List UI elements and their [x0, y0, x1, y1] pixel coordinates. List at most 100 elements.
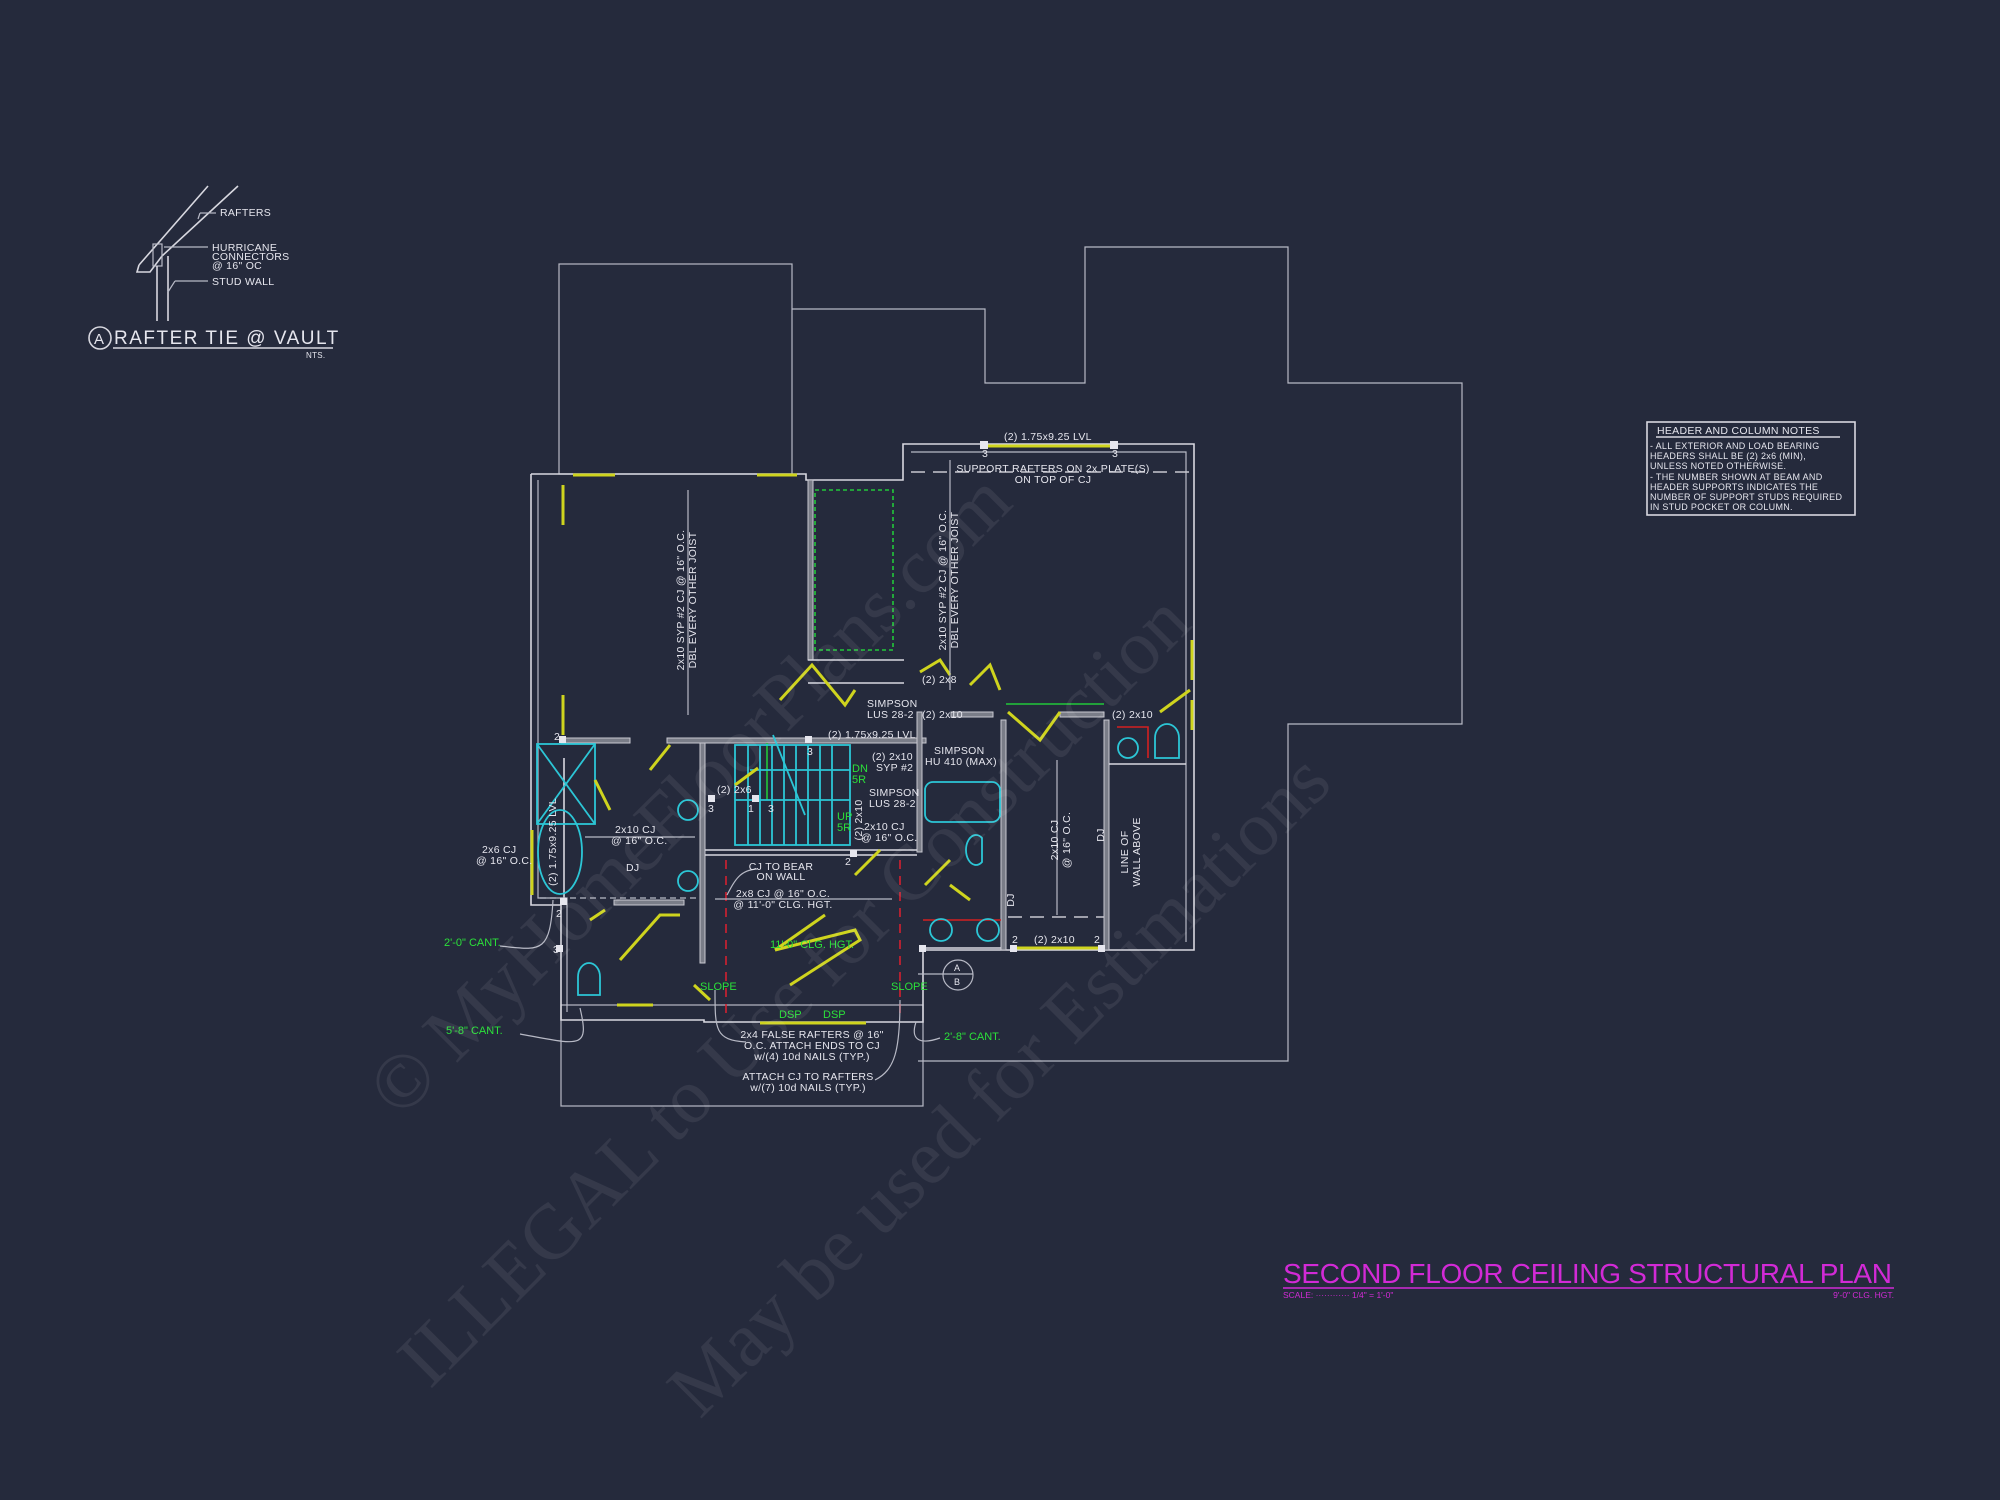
dsp-label: DSP: [823, 1009, 846, 1021]
attach-cj-note: ATTACH CJ TO RAFTERS: [742, 1071, 873, 1083]
lvl-mid-label: (2) 1.75x9.25 LVL: [828, 729, 916, 741]
attach-cj-note: w/(7) 10d NAILS (TYP.): [749, 1082, 866, 1094]
title-block: SECOND FLOOR CEILING STRUCTURAL PLAN SCA…: [1283, 1258, 1894, 1300]
notes-title: HEADER AND COLUMN NOTES: [1657, 425, 1820, 437]
post-count: 3: [553, 944, 559, 956]
floor-plan: [499, 441, 1195, 1081]
post-count: 2: [554, 731, 560, 743]
header-2x8: (2) 2x8: [922, 674, 957, 686]
rafters-label: RAFTERS: [220, 207, 271, 219]
cj-stair-label: 2x10 CJ: [615, 824, 656, 836]
simpson-lus-label: LUS 28-2: [867, 709, 914, 721]
fixtures: [536, 723, 1180, 996]
dj-label: DJ: [1005, 893, 1017, 906]
header-column-notes: HEADER AND COLUMN NOTES - ALL EXTERIOR A…: [1646, 421, 1856, 516]
post-count: 3: [708, 803, 714, 815]
header-2x10: (2) 2x10: [1112, 709, 1153, 721]
detail-scale: NTS.: [306, 351, 325, 360]
support-rafters-label: SUPPORT RAFTERS ON 2x PLATE(S): [956, 463, 1149, 475]
cant-5-8-label: 5'-8" CANT.: [446, 1025, 503, 1037]
roof-outline: [558, 246, 1463, 1107]
dj-label: DJ: [1095, 828, 1107, 841]
section-marker-top: A: [954, 963, 960, 973]
simpson-hu-label: SIMPSON: [934, 745, 985, 757]
simpson-hu-label: HU 410 (MAX): [925, 756, 997, 768]
section-marker: [942, 959, 974, 991]
cj-2x8-label: @ 11'-0" CLG. HGT.: [733, 899, 832, 911]
post-count: 3: [982, 448, 988, 460]
post-count: 3: [1112, 448, 1118, 460]
line-of-wall-label: LINE OF: [1119, 831, 1131, 874]
cant-2-8-label: 2'-8" CANT.: [944, 1031, 1001, 1043]
connectors-label: CONNECTORS: [212, 251, 289, 263]
cj-right-label: 2x10 SYP #2 CJ @ 16" O.C.: [937, 510, 949, 651]
cj-2x6-label: @ 16" O.C.: [476, 855, 532, 867]
post-count: 2: [1094, 934, 1100, 946]
post-count: 2: [845, 856, 851, 868]
false-rafters-note: O.C. ATTACH ENDS TO CJ: [744, 1040, 880, 1052]
stair-down-label: DN: [852, 763, 868, 775]
support-rafters-label: ON TOP OF CJ: [1015, 474, 1092, 486]
note-line: NUMBER OF SUPPORT STUDS REQUIRED: [1650, 492, 1842, 502]
cj-bear-label: CJ TO BEAR: [749, 861, 814, 873]
note-line: - THE NUMBER SHOWN AT BEAM AND: [1650, 472, 1823, 482]
cj-closet-label: @ 16" O.C.: [1061, 812, 1073, 868]
stud-wall-label: STUD WALL: [212, 276, 274, 288]
slope-label: SLOPE: [700, 981, 737, 993]
cj-left-label: DBL EVERY OTHER JOIST: [687, 531, 699, 668]
header-2x6: (2) 2x6: [717, 784, 752, 796]
simpson-lus-label: SIMPSON: [867, 698, 918, 710]
stair-up-risers: 5R: [837, 822, 851, 834]
note-line: UNLESS NOTED OTHERWISE.: [1650, 461, 1786, 471]
lvl-left-label: (2) 1.75x9.25 LVL: [547, 798, 559, 886]
cj-right-label: DBL EVERY OTHER JOIST: [949, 511, 961, 648]
stair: [734, 734, 851, 846]
cj-bath-label: @ 16" O.C.: [861, 832, 917, 844]
slope-label: SLOPE: [891, 981, 928, 993]
scale-label: SCALE: ············ 1/4" = 1'-0": [1283, 1290, 1393, 1300]
false-rafters-note: w/(4) 10d NAILS (TYP.): [753, 1051, 870, 1063]
cj-stair-label: @ 16" O.C.: [611, 835, 667, 847]
section-marker-bottom: B: [954, 977, 960, 987]
spacing-label: @ 16" OC: [212, 260, 262, 272]
header-2x10-bottom: (2) 2x10: [1034, 934, 1075, 946]
ceiling-height: 9'-0" CLG. HGT.: [1833, 1290, 1894, 1300]
rafter-tie-detail: RAFTERS HURRICANE CONNECTORS @ 16" OC ST…: [88, 185, 340, 360]
cj-closet-label: 2x10 CJ: [1049, 820, 1061, 861]
syp-header: (2) 2x10: [872, 751, 913, 763]
lvl-top-label: (2) 1.75x9.25 LVL: [1004, 431, 1092, 443]
cj-bath-label: 2x10 CJ: [864, 821, 905, 833]
detail-title: RAFTER TIE @ VAULT: [114, 328, 340, 349]
line-of-wall-label: WALL ABOVE: [1131, 817, 1143, 886]
note-line: HEADERS SHALL BE (2) 2x6 (MIN),: [1650, 451, 1806, 461]
cj-bear-label: ON WALL: [757, 871, 806, 883]
hurricane-label: HURRICANE: [212, 242, 277, 254]
post-count: 2: [1012, 934, 1018, 946]
detail-callout-letter: A: [94, 331, 104, 348]
post-count: 3: [768, 803, 774, 815]
note-line: - ALL EXTERIOR AND LOAD BEARING: [1650, 441, 1820, 451]
stair-up-label: UP: [837, 811, 852, 823]
header-2x10: (2) 2x10: [922, 709, 963, 721]
false-rafters-note: 2x4 FALSE RAFTERS @ 16": [740, 1029, 883, 1041]
post-count: 3: [807, 746, 813, 758]
cj-2x8-label: 2x8 CJ @ 16" O.C.: [736, 888, 830, 900]
note-line: IN STUD POCKET OR COLUMN.: [1650, 502, 1793, 512]
dsp-label: DSP: [779, 1009, 802, 1021]
cj-left-label: 2x10 SYP #2 CJ @ 16" O.C.: [675, 530, 687, 671]
post-count: 2: [556, 908, 562, 920]
syp-header: SYP #2: [876, 762, 913, 774]
cj-2x6-label: 2x6 CJ: [482, 844, 516, 856]
simpson-lus-label: SIMPSON: [869, 787, 920, 799]
simpson-lus-label: LUS 28-2: [869, 798, 916, 810]
detail-callout-circle: [88, 326, 112, 350]
ceiling-height-label: 11'-0" CLG. HGT.: [770, 939, 854, 951]
post-count: 1: [748, 803, 754, 815]
beams: [530, 444, 1194, 1025]
cant-2-0-label: 2'-0" CANT.: [444, 937, 501, 949]
sheet-title: SECOND FLOOR CEILING STRUCTURAL PLAN: [1283, 1258, 1893, 1289]
vertical-header-2x10: (2) 2x10: [853, 800, 865, 841]
watermark: © MyHomeFloorPlans.com ILLEGAL to Use fo…: [351, 456, 1347, 1432]
plan-labels: (2) 1.75x9.25 LVL 3 3 SUPPORT RAFTERS ON…: [444, 431, 1153, 1094]
